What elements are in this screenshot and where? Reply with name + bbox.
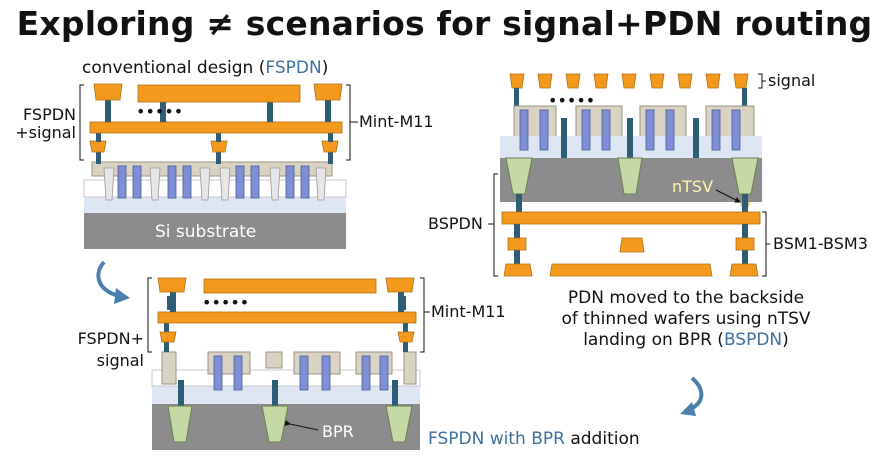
caption-line: PDN moved to the backside (567, 288, 805, 308)
curved-arrow-icon (96, 260, 130, 304)
label-line: FSPDN (22, 105, 76, 124)
conventional-caption: conventional design (FSPDN) (82, 59, 328, 77)
bsm-label: BSM1-BSM3 (773, 234, 868, 253)
label-line: signal (96, 351, 144, 370)
page-title: Exploring ≠ scenarios for signal+PDN rou… (16, 4, 873, 43)
fspdn-signal-label: FSPDN+ signal (60, 330, 144, 370)
mint-m11-label: Mint-M11 (431, 302, 506, 321)
ntsv-label: nTSV (672, 177, 714, 196)
si-substrate-label: Si substrate (155, 222, 257, 242)
caption-highlight: FSPDN with BPR (428, 429, 565, 449)
caption-highlight: BSPDN (723, 330, 783, 350)
mint-m11-label: Mint-M11 (359, 112, 434, 131)
bspdn-stack: ••••• (488, 73, 770, 277)
bpr-caption: FSPDN with BPR addition (428, 430, 640, 448)
caption-text: ) (782, 330, 789, 350)
conventional-fspdn-stack: ••••• (79, 83, 358, 249)
bspdn-caption: PDN moved to the backside of thinned waf… (520, 288, 852, 351)
ellipsis-dots: ••••• (548, 91, 595, 110)
caption-text: ) (321, 58, 329, 78)
signal-label: signal (768, 71, 816, 90)
caption-text: conventional design ( (82, 58, 266, 78)
curved-arrow-icon (680, 376, 704, 416)
caption-text: addition (564, 429, 640, 449)
ellipsis-dots: ••••• (136, 102, 183, 121)
fspdn-bpr-stack: ••••• (147, 277, 430, 450)
bpr-label: BPR (322, 422, 354, 441)
caption-line: of thinned wafers using nTSV (561, 309, 811, 329)
ellipsis-dots: ••••• (202, 293, 249, 312)
caption-line: landing on BPR (BSPDN) (520, 330, 852, 351)
bspdn-label: BSPDN (428, 214, 483, 233)
label-line: FSPDN+ (77, 329, 144, 348)
fspdn-signal-label: FSPDN +signal (10, 106, 76, 142)
label-line: +signal (15, 123, 76, 142)
caption-text: landing on BPR ( (583, 330, 724, 350)
caption-highlight: FSPDN (265, 58, 322, 78)
